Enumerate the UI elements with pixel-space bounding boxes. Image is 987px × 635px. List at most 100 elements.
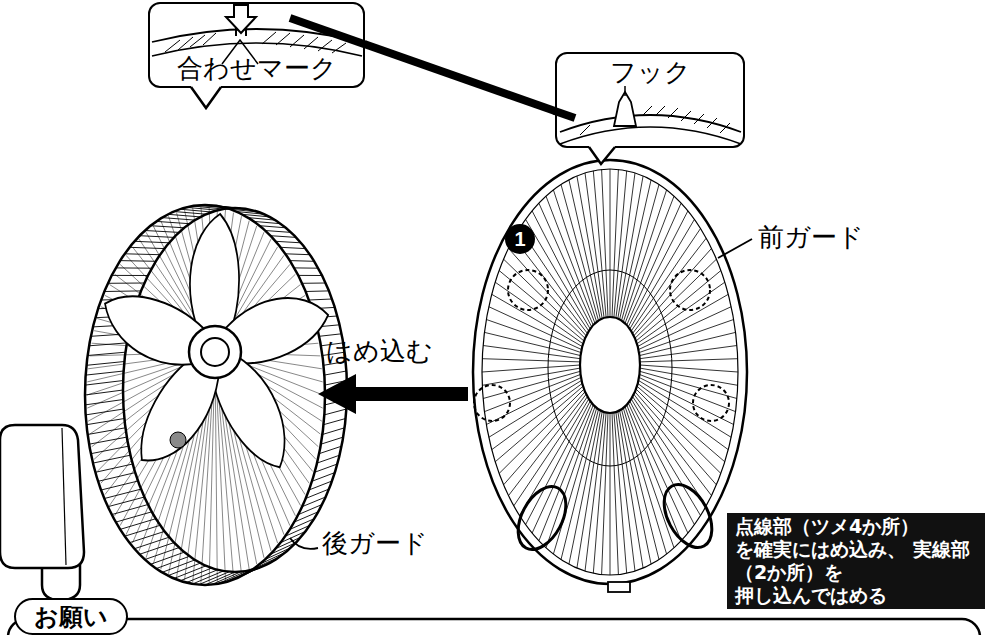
connector-layer xyxy=(365,44,555,111)
guard-wire xyxy=(302,283,326,284)
guard-wire xyxy=(602,169,608,317)
callout-bubble: フック xyxy=(555,52,745,148)
guard-wire xyxy=(593,171,606,318)
guard-wire xyxy=(120,519,156,530)
guard-wire xyxy=(630,219,695,329)
guard-wire xyxy=(85,381,123,386)
guard-wire xyxy=(309,299,332,300)
guard-wire xyxy=(620,180,652,320)
motor-housing xyxy=(0,425,84,568)
guard-wire xyxy=(135,537,170,549)
guard-wire xyxy=(628,403,688,533)
guard-wire xyxy=(324,371,346,375)
guard-wire xyxy=(85,390,123,395)
claw-mark-dotted xyxy=(670,270,710,310)
guard-wire xyxy=(125,525,160,536)
front-guard-outline xyxy=(473,160,747,584)
guard-wire xyxy=(585,173,604,318)
guard-wire xyxy=(98,473,135,482)
guard-wire xyxy=(116,267,152,268)
guard-wire xyxy=(87,362,125,366)
callout-bubble: 合わせマーク xyxy=(148,2,365,88)
guard-wire xyxy=(319,334,341,337)
callout-tail xyxy=(191,87,221,108)
guard-wire xyxy=(285,253,310,255)
guard-wire xyxy=(634,248,712,335)
guard-wire xyxy=(205,572,235,585)
blade-dot xyxy=(170,432,186,448)
guard-wire xyxy=(532,211,592,327)
guard-wire xyxy=(635,259,717,338)
insert-arrow xyxy=(318,374,468,414)
rear-guard-rim xyxy=(123,208,347,572)
leader-line xyxy=(290,538,318,549)
guard-wire xyxy=(482,365,580,372)
guard-wire xyxy=(627,405,681,541)
guard-wire xyxy=(108,497,144,507)
guard-wire xyxy=(610,169,611,317)
guard-wire xyxy=(120,260,156,262)
guard-wire xyxy=(86,371,124,375)
guard-wire xyxy=(614,413,627,574)
guard-wire xyxy=(322,428,344,435)
guard-wire xyxy=(125,253,160,255)
guard-wire xyxy=(612,413,618,575)
guard-wire xyxy=(321,437,343,444)
guard-wire xyxy=(637,282,725,344)
fan-blades xyxy=(96,214,334,481)
guard-wire xyxy=(616,412,635,571)
guard-wire xyxy=(602,413,608,575)
guard-wire xyxy=(638,380,731,437)
guard-wire xyxy=(499,389,584,474)
guard-wire xyxy=(483,371,580,398)
guard-wire xyxy=(610,413,611,575)
notice-tab: お願い xyxy=(14,598,128,635)
callout-tail xyxy=(589,147,615,164)
guard-wire xyxy=(156,556,189,568)
guard-wire xyxy=(174,566,206,579)
guard-wire xyxy=(640,368,738,385)
guard-wire xyxy=(618,411,643,568)
guard-wire xyxy=(324,409,346,415)
guard-wire xyxy=(526,401,591,524)
guard-wire xyxy=(306,290,329,292)
guard-wire xyxy=(112,275,148,276)
guard-wire xyxy=(561,185,599,321)
guard-wire xyxy=(130,247,165,248)
guard-wire xyxy=(162,218,195,221)
hook-shape xyxy=(614,92,636,126)
front-guard-hole xyxy=(580,317,640,413)
guard-wire xyxy=(193,571,224,584)
guard-wire xyxy=(495,282,583,344)
guard-wire xyxy=(638,307,731,350)
guard-wire xyxy=(622,409,660,559)
front-guard-wires xyxy=(482,169,738,575)
guard-wire xyxy=(577,411,602,568)
guard-wire xyxy=(640,346,737,359)
guard-wire xyxy=(319,446,341,454)
guard-wire xyxy=(104,290,141,292)
guard-wire xyxy=(88,428,126,435)
guard-wire xyxy=(628,211,688,327)
guard-rim-detail xyxy=(560,115,741,132)
guard-wire xyxy=(509,248,587,335)
hub-cap xyxy=(201,338,229,366)
guard-wire xyxy=(140,236,174,238)
guard-wire xyxy=(168,214,201,217)
claw-mark-dotted xyxy=(508,270,548,310)
link-line xyxy=(554,111,575,118)
guard-wire xyxy=(623,408,666,554)
guard-wire xyxy=(104,489,141,498)
guard-wire xyxy=(639,374,735,411)
guard-wire xyxy=(89,437,127,444)
action-text: はめ込む xyxy=(326,336,433,366)
guard-wire xyxy=(546,196,595,323)
guard-wire xyxy=(86,409,124,415)
guard-wire xyxy=(112,505,148,515)
hook-pointer xyxy=(624,86,626,96)
guard-wire xyxy=(504,392,585,485)
guard-hatch xyxy=(580,106,730,135)
link-line xyxy=(290,18,366,45)
guard-rim-detail xyxy=(560,127,741,144)
node-text: 合わせマーク xyxy=(177,53,337,83)
